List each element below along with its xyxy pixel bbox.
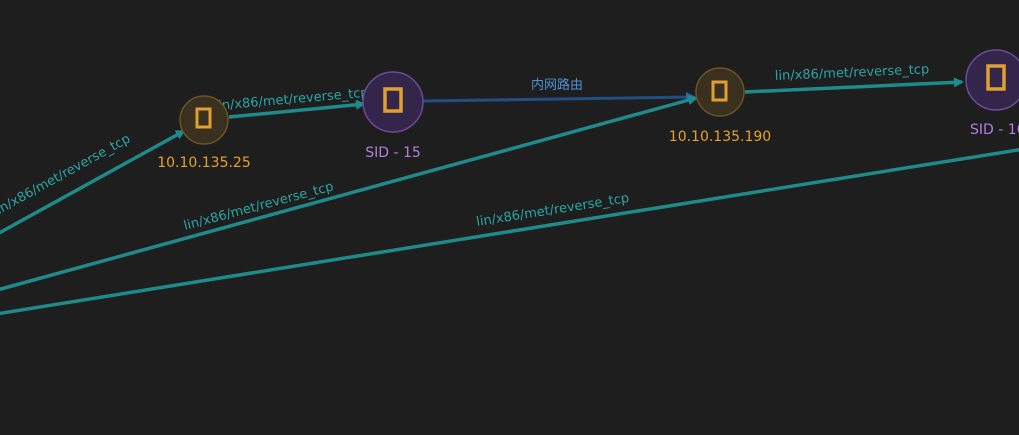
edge-label: 内网路由 (531, 77, 583, 93)
node-label: SID - 16 (970, 122, 1019, 138)
terminal-icon (986, 64, 1006, 91)
edge-label: lin/x86/met/reverse_tcp (0, 131, 133, 219)
host-node[interactable]: 10.10.135.25 (157, 95, 251, 171)
edge-line[interactable] (744, 77, 964, 94)
edge-line[interactable] (0, 95, 698, 292)
edge-line[interactable] (0, 147, 1019, 316)
node-label: 10.10.135.190 (669, 129, 771, 145)
edge-line[interactable] (228, 99, 366, 119)
terminal-icon (195, 107, 212, 129)
session-node[interactable]: SID - 15 (362, 71, 424, 161)
edge-line[interactable] (0, 129, 186, 238)
edge-labels-layer: lin/x86/met/reverse_tcp lin/x86/met/reve… (0, 62, 929, 234)
terminal-icon (711, 80, 728, 102)
edge-line[interactable] (422, 92, 696, 103)
edge-label: lin/x86/met/reverse_tcp (775, 62, 930, 84)
terminal-icon (383, 87, 403, 113)
edges-layer (0, 77, 1019, 316)
node-label: SID - 15 (365, 145, 421, 161)
session-node[interactable]: SID - 16 (965, 49, 1019, 138)
nodes-layer: 10.10.135.25 SID - 15 10.10.135.190 SID … (157, 49, 1019, 171)
edge-label: lin/x86/met/reverse_tcp (182, 179, 335, 233)
node-label: 10.10.135.25 (157, 155, 251, 171)
host-node[interactable]: 10.10.135.190 (669, 67, 771, 145)
